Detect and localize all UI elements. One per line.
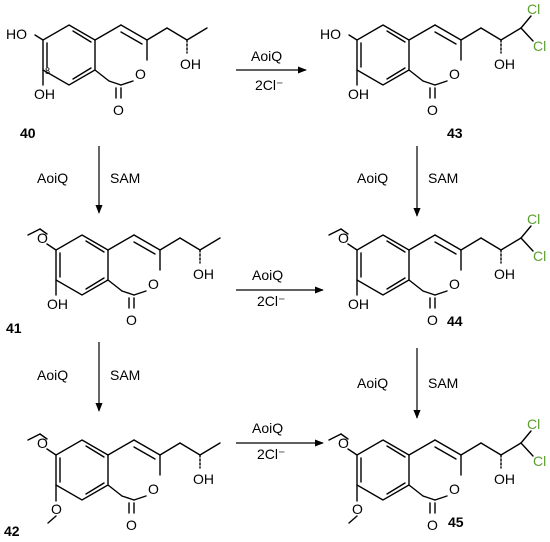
atom-label-side-oh: OH xyxy=(494,471,515,487)
cofactor-label: 2Cl⁻ xyxy=(257,293,285,309)
atom-label-cl-right: Cl xyxy=(533,38,546,54)
atom-label-ring-o: O xyxy=(148,481,159,497)
compound-43: HO O O OH OH Cl Cl xyxy=(320,1,546,118)
atom-label-ring-o: O xyxy=(135,66,146,82)
atom-label-c8-oh: OH xyxy=(348,296,369,312)
reaction-40-to-43: AoiQ 2Cl⁻ xyxy=(236,48,307,93)
atom-label-c8-oh: OH xyxy=(47,296,68,312)
enzyme-label: AoiQ xyxy=(357,375,388,391)
compound-42: O O O O OH xyxy=(27,433,221,533)
atom-label-cl-top: Cl xyxy=(527,416,540,432)
atom-label-ring-o: O xyxy=(449,481,460,497)
cofactor-label: 2Cl⁻ xyxy=(257,446,285,462)
compound-45: O O O O OH Cl Cl xyxy=(328,416,546,533)
atom-label-c8-methoxy-o: O xyxy=(352,501,363,517)
reaction-44-to-45: AoiQ SAM xyxy=(357,348,458,419)
compound-label-42: 42 xyxy=(4,523,20,539)
position-8-label: 8 xyxy=(45,66,50,76)
atom-label-ring-o: O xyxy=(449,66,460,82)
atom-label-side-oh: OH xyxy=(180,56,201,72)
cofactor-label: SAM xyxy=(110,170,140,186)
cofactor-label: SAM xyxy=(110,367,140,383)
atom-label-ring-o: O xyxy=(148,276,159,292)
enzyme-label: AoiQ xyxy=(37,170,68,186)
atom-label-ho: HO xyxy=(320,26,341,42)
reaction-40-to-41: AoiQ SAM xyxy=(37,146,140,214)
atom-label-methoxy-o: O xyxy=(37,230,48,246)
compound-label-44: 44 xyxy=(447,313,463,329)
enzyme-label: AoiQ xyxy=(357,170,388,186)
reaction-41-to-42: AoiQ SAM xyxy=(37,342,140,412)
atom-label-methoxy-o: O xyxy=(338,435,349,451)
atom-label-c8-methoxy-o: O xyxy=(51,501,62,517)
atom-label-c8-oh: OH xyxy=(34,86,55,102)
cofactor-label: SAM xyxy=(428,170,458,186)
atom-label-side-oh: OH xyxy=(494,56,515,72)
enzyme-label: AoiQ xyxy=(37,367,68,383)
compound-label-43: 43 xyxy=(447,125,463,141)
atom-label-side-oh: OH xyxy=(193,471,214,487)
atom-label-cl-right: Cl xyxy=(533,453,546,469)
atom-label-methoxy-o: O xyxy=(338,230,349,246)
atom-label-carbonyl-o: O xyxy=(427,102,438,118)
atom-label-methoxy-o: O xyxy=(37,435,48,451)
atom-label-carbonyl-o: O xyxy=(427,517,438,533)
compound-label-45: 45 xyxy=(448,514,464,530)
atom-label-side-oh: OH xyxy=(193,266,214,282)
compound-44: O O O OH OH Cl Cl xyxy=(328,211,546,328)
atom-label-ho: HO xyxy=(6,26,27,42)
enzyme-label: AoiQ xyxy=(251,48,282,64)
atom-label-carbonyl-o: O xyxy=(126,517,137,533)
atom-label-cl-top: Cl xyxy=(527,211,540,227)
compound-label-41: 41 xyxy=(6,320,22,336)
atom-label-cl-top: Cl xyxy=(527,1,540,17)
atom-label-cl-right: Cl xyxy=(533,248,546,264)
atom-label-c8-oh: OH xyxy=(348,86,369,102)
reaction-42-to-45: AoiQ 2Cl⁻ xyxy=(236,420,324,462)
enzyme-label: AoiQ xyxy=(252,420,283,436)
atom-label-carbonyl-o: O xyxy=(113,102,124,118)
compound-label-40: 40 xyxy=(20,125,36,141)
reaction-41-to-44: AoiQ 2Cl⁻ xyxy=(236,267,324,309)
atom-label-carbonyl-o: O xyxy=(427,312,438,328)
reaction-43-to-44: AoiQ SAM xyxy=(357,146,458,217)
cofactor-label: SAM xyxy=(428,375,458,391)
enzyme-label: AoiQ xyxy=(252,267,283,283)
cofactor-label: 2Cl⁻ xyxy=(255,77,283,93)
atom-label-carbonyl-o: O xyxy=(126,312,137,328)
atom-label-ring-o: O xyxy=(449,276,460,292)
compound-40: HO O O OH OH 8 xyxy=(6,24,208,118)
compound-41: O O O OH OH xyxy=(27,228,221,328)
atom-label-side-oh: OH xyxy=(494,266,515,282)
